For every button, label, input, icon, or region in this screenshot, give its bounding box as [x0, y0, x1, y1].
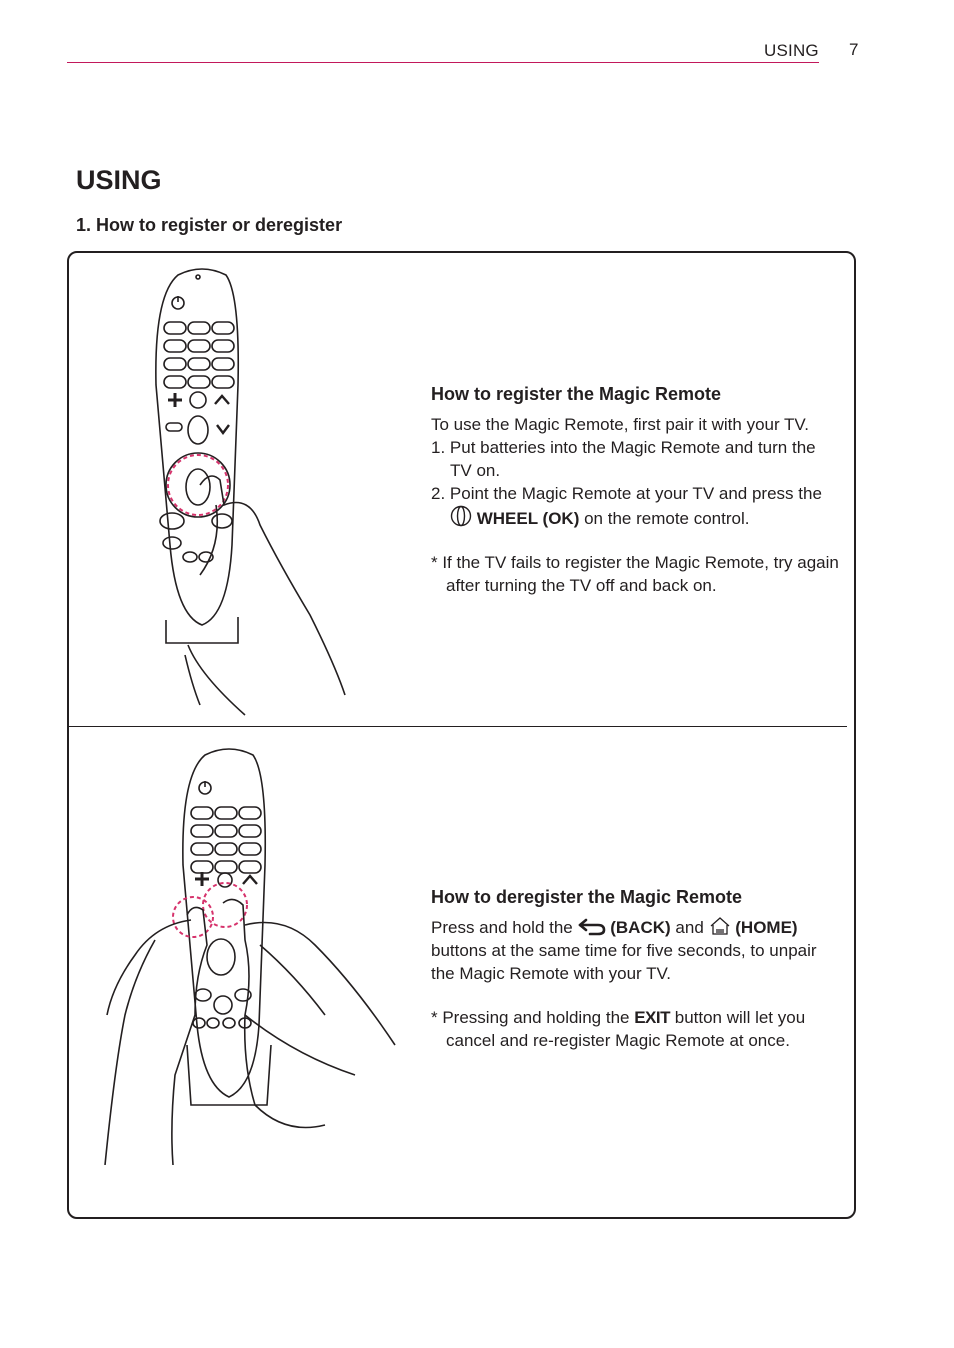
- register-illustration: [155, 268, 346, 716]
- register-heading: How to register the Magic Remote: [431, 384, 722, 404]
- page-number: 7: [849, 40, 859, 59]
- deregister-text-suffix: buttons at the same time for five second…: [431, 941, 817, 983]
- deregister-note: * Pressing and holding the EXIT button w…: [431, 1006, 841, 1052]
- deregister-text-prefix: Press and hold the: [431, 918, 573, 937]
- remote-illustration: [172, 748, 272, 1106]
- deregister-note-suffix: button will let you cancel and re-regist…: [446, 1008, 806, 1050]
- deregister-illustration: [104, 748, 396, 1165]
- remote-illustration: [155, 268, 240, 644]
- box-divider: [69, 726, 847, 727]
- register-step-2-prefix: 2. Point the Magic Remote at your TV and…: [431, 484, 822, 503]
- deregister-heading: How to deregister the Magic Remote: [431, 887, 743, 907]
- and-word: and: [675, 918, 704, 937]
- instruction-box: [67, 251, 856, 1219]
- page-title: USING: [76, 165, 162, 195]
- section-subtitle: 1. How to register or deregister: [76, 215, 343, 235]
- wheel-ok-label: WHEEL (OK): [476, 509, 580, 528]
- back-label: (BACK): [610, 918, 671, 937]
- home-icon: [710, 917, 729, 935]
- register-intro: To use the Magic Remote, first pair it w…: [431, 415, 809, 434]
- register-note: * If the TV fails to register the Magic …: [431, 553, 839, 595]
- home-label: (HOME): [735, 918, 798, 937]
- register-section: How to register the Magic Remote To use …: [431, 383, 841, 597]
- wheel-icon: [450, 505, 472, 527]
- hand-illustration: [184, 475, 346, 716]
- deregister-note-prefix: * Pressing and holding the: [431, 1008, 630, 1027]
- register-step-1: 1. Put batteries into the Magic Remote a…: [431, 438, 816, 480]
- register-step-2: 2. Point the Magic Remote at your TV and…: [431, 482, 841, 530]
- back-icon: [578, 918, 605, 936]
- header-rule: [67, 62, 819, 63]
- hand-illustration: [104, 898, 396, 1165]
- deregister-text: Press and hold the (BACK) and (HOME) but…: [431, 916, 841, 985]
- header-section-label: USING: [764, 41, 819, 60]
- register-step-2-suffix: on the remote control.: [584, 509, 750, 528]
- exit-label: EXIT: [634, 1008, 671, 1027]
- deregister-section: How to deregister the Magic Remote Press…: [431, 886, 841, 1052]
